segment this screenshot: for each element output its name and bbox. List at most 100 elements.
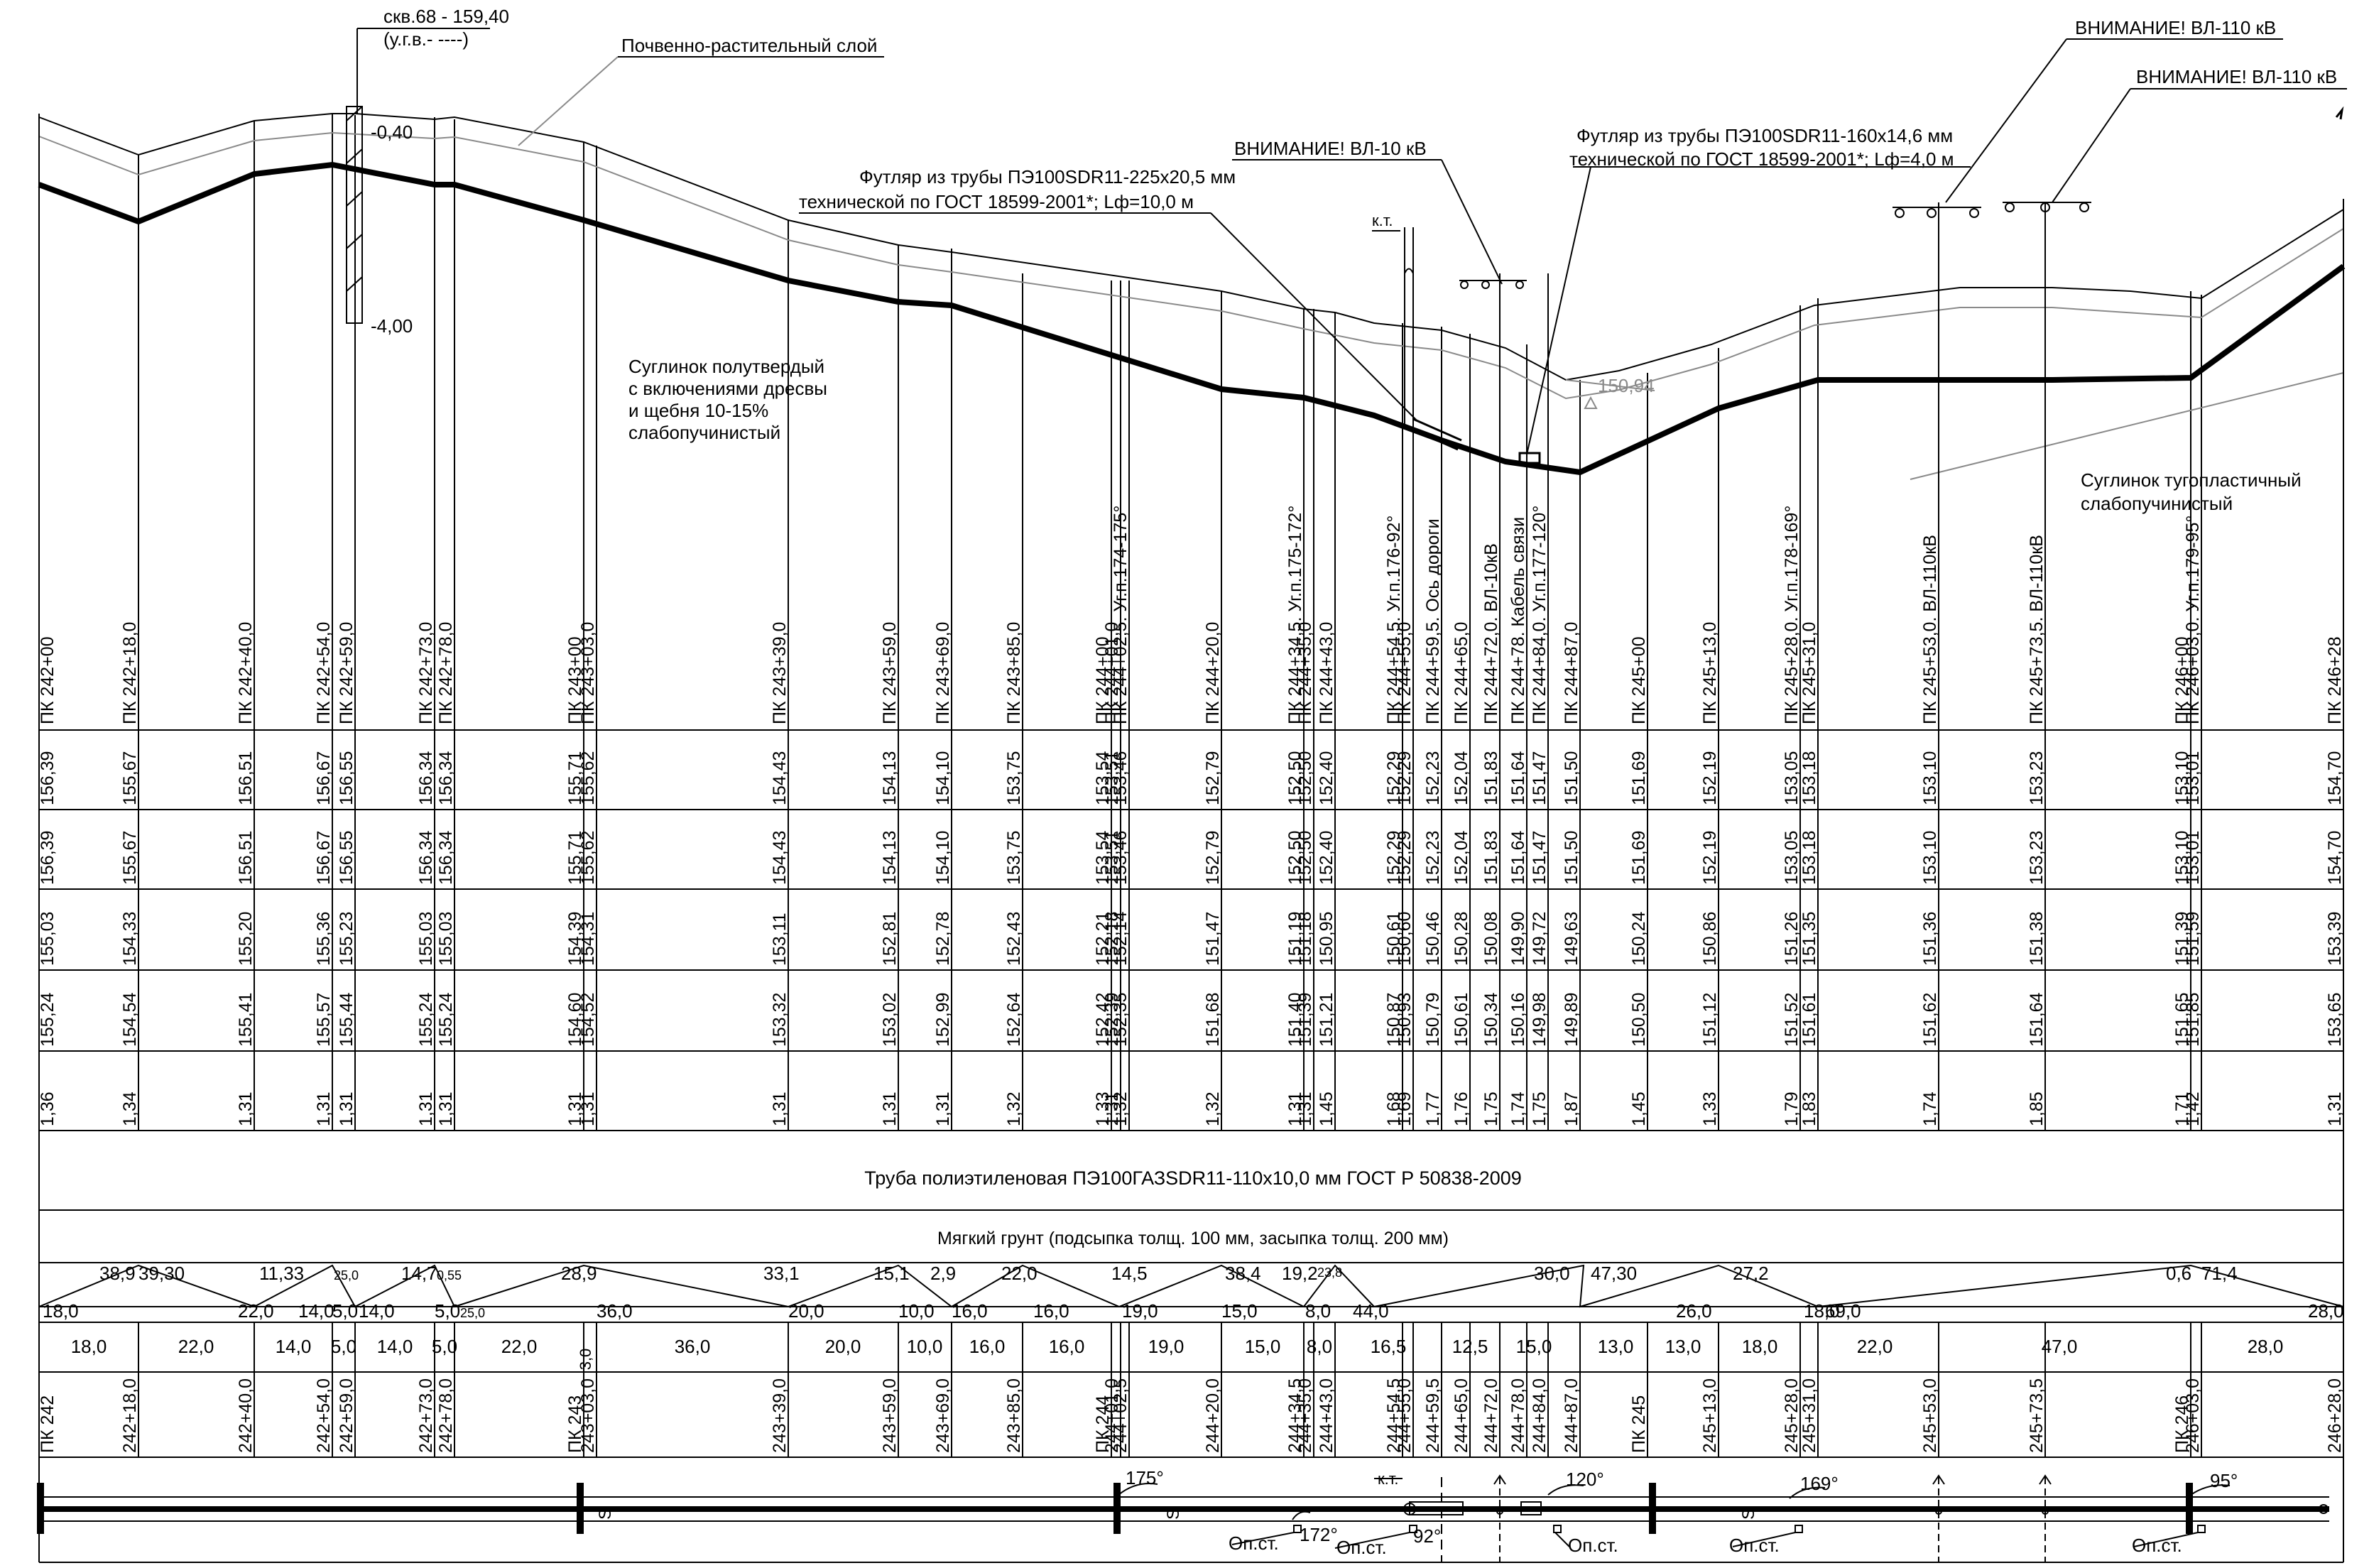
pk-value: 245+28,0: [1782, 1378, 1802, 1453]
design-elevation-value: 153,18: [1799, 831, 1819, 885]
pipe-bottom-elevation-value: 150,28: [1452, 912, 1471, 966]
depth-value: 1,77: [1423, 1091, 1443, 1126]
depth-value: 1,75: [1530, 1091, 1550, 1126]
pipe-top-elevation-value: 151,61: [1799, 993, 1819, 1047]
slope-value: 27,2: [1733, 1263, 1769, 1284]
ground-elevation-value: 153,75: [1004, 751, 1024, 805]
plan-s-mark: S: [1739, 1508, 1758, 1520]
pk-value: 242+78,0: [436, 1378, 456, 1453]
power-pole-vl10: [1459, 273, 1527, 486]
station-label: ПК 244+84,0. Уг.п.177-120°: [1530, 506, 1550, 724]
station-label: ПК 244+35,0: [1295, 622, 1315, 724]
pk-value: 242+59,0: [337, 1378, 356, 1453]
pipe-top-elevation-value: 152,39: [1102, 993, 1122, 1047]
pk-value: 244+65,0: [1452, 1378, 1471, 1453]
depth-value: 1,32: [1111, 1091, 1131, 1126]
ground-elevation-value: 152,79: [1203, 751, 1223, 805]
slope-value: 44,0: [1353, 1300, 1389, 1322]
distance-value: 16,5: [1371, 1336, 1407, 1357]
ground-elevation-value: 152,19: [1700, 751, 1720, 805]
station-label: ПК 242+73,0: [416, 622, 436, 724]
plan-s-mark: S: [1164, 1508, 1183, 1520]
distance-value: 13,0: [1665, 1336, 1701, 1357]
ground-elevation-value: 152,40: [1317, 751, 1336, 805]
pk-value: 245+31,0: [1799, 1378, 1819, 1453]
plan-view: [37, 1474, 2329, 1562]
depth-value: 1,32: [1004, 1091, 1024, 1126]
ground-elevation-value: 152,50: [1295, 751, 1315, 805]
pipe-bottom-elevation-value: 155,36: [314, 912, 334, 966]
pk-value: 245+73,5: [2027, 1378, 2047, 1453]
warning-vl10: ВНИМАНИЕ! ВЛ-10 кВ: [1234, 138, 1427, 159]
station-label: ПК 243+59,0: [880, 622, 900, 724]
distance-value: 28,0: [2248, 1336, 2284, 1357]
design-elevation-value: 154,70: [2325, 831, 2345, 885]
station-label: ПК 244+00: [1093, 636, 1113, 724]
station-label: ПК 243+03,0: [578, 622, 598, 724]
pk-value: 246+03,0: [2183, 1378, 2203, 1453]
pk-value: ПК 243: [565, 1395, 585, 1453]
pipe-bottom-elevation-value: 152,43: [1004, 912, 1024, 966]
pipe-top-elevation-value: 155,41: [236, 993, 256, 1047]
power-pole-vl110-b: [2003, 202, 2091, 494]
station-label: ПК 244+20,0: [1203, 622, 1223, 724]
slope-value: 14,0: [359, 1300, 395, 1322]
pipe-top-elevation-value: 149,98: [1530, 993, 1550, 1047]
ground-elevation-value: 153,10: [2172, 751, 2192, 805]
pk-value: 242+73,0: [416, 1378, 436, 1453]
soil2-label-line1: Суглинок тугопластичный: [2081, 469, 2302, 491]
distance-value: 14,0: [276, 1336, 312, 1357]
pipe-top-elevation-value: 150,34: [1481, 992, 1501, 1047]
depth-value: 1,32: [1203, 1091, 1223, 1126]
ground-elevation-value: 153,51: [1102, 751, 1122, 805]
depth-value: 1,31: [1102, 1091, 1122, 1126]
pipe-bottom-elevation-value: 150,46: [1423, 912, 1443, 966]
slope-value: 14,0: [298, 1300, 334, 1322]
pipe-top-elevation-value: 151,64: [2027, 992, 2047, 1047]
ground-surface-line: [38, 113, 2344, 381]
slope-value: 0,55: [437, 1268, 462, 1283]
pipe-top-elevation-value: 154,60: [565, 993, 585, 1047]
pipe-top-elevation-value: 151,85: [2183, 993, 2203, 1047]
depth-value: 1,75: [1481, 1091, 1501, 1126]
slope-value: 69,0: [1825, 1300, 1861, 1322]
pipe-bottom-elevation-value: 151,18: [1295, 912, 1315, 966]
pk-value: 244+84,0: [1530, 1378, 1550, 1453]
profile-table-grid: [38, 114, 2344, 1563]
ground-elevation-value: 156,67: [314, 751, 334, 805]
ground-elevation-value: 153,46: [1111, 751, 1131, 805]
station-label: ПК 244+01,0: [1102, 622, 1122, 724]
pipe-top-elevation-value: 153,32: [770, 993, 790, 1047]
pipe-bottom-elevation-value: 149,72: [1530, 912, 1550, 966]
ground-elevation-value: 152,29: [1384, 751, 1404, 805]
pipe-top-elevation-value: 155,24: [38, 992, 58, 1047]
station-label: ПК 244+87,0: [1562, 622, 1581, 724]
design-elevation-value: 151,47: [1530, 831, 1550, 885]
slope-value: 26,0: [1676, 1300, 1712, 1322]
depth-value: 1,31: [2325, 1091, 2345, 1126]
station-label: ПК 245+53,0. ВЛ-110кВ: [1920, 535, 1940, 724]
pk-value: 242+18,0: [120, 1378, 140, 1453]
pipe-top-elevation-value: 150,79: [1423, 993, 1443, 1047]
slope-value: 0,6: [2166, 1263, 2191, 1284]
pipe-top-elevation-value: 150,16: [1508, 993, 1528, 1047]
pk-value: 244+35,0: [1295, 1378, 1315, 1453]
station-label: ПК 246+03,0. Уг.п.179-95°: [2183, 516, 2203, 724]
pk-value: 244+20,0: [1203, 1378, 1223, 1453]
ground-elevation-value: 151,64: [1508, 751, 1528, 805]
pipe-bottom-elevation-value: 152,81: [880, 912, 900, 966]
slope-value: 47,30: [1591, 1263, 1637, 1284]
support-label: Оп.ст.: [1568, 1535, 1618, 1556]
slope-value: 19,0: [1122, 1300, 1158, 1322]
pk-value: ПК 244: [1093, 1395, 1113, 1453]
station-label: ПК 244+72,0. ВЛ-10кВ: [1481, 543, 1501, 724]
ground-elevation-value: 154,70: [2325, 751, 2345, 805]
depth-value: 1,74: [1508, 1091, 1528, 1126]
slope-value: 11,33: [259, 1263, 304, 1284]
pipe-top-elevation-value: 151,40: [1285, 993, 1305, 1047]
pipe-bottom-elevation-value: 154,33: [120, 912, 140, 966]
plan-angle-label: 169°: [1800, 1473, 1839, 1494]
distance-value: 18,0: [71, 1336, 107, 1357]
depth-value: 1,85: [2027, 1091, 2047, 1126]
design-elevation-value: 153,05: [1782, 831, 1802, 885]
